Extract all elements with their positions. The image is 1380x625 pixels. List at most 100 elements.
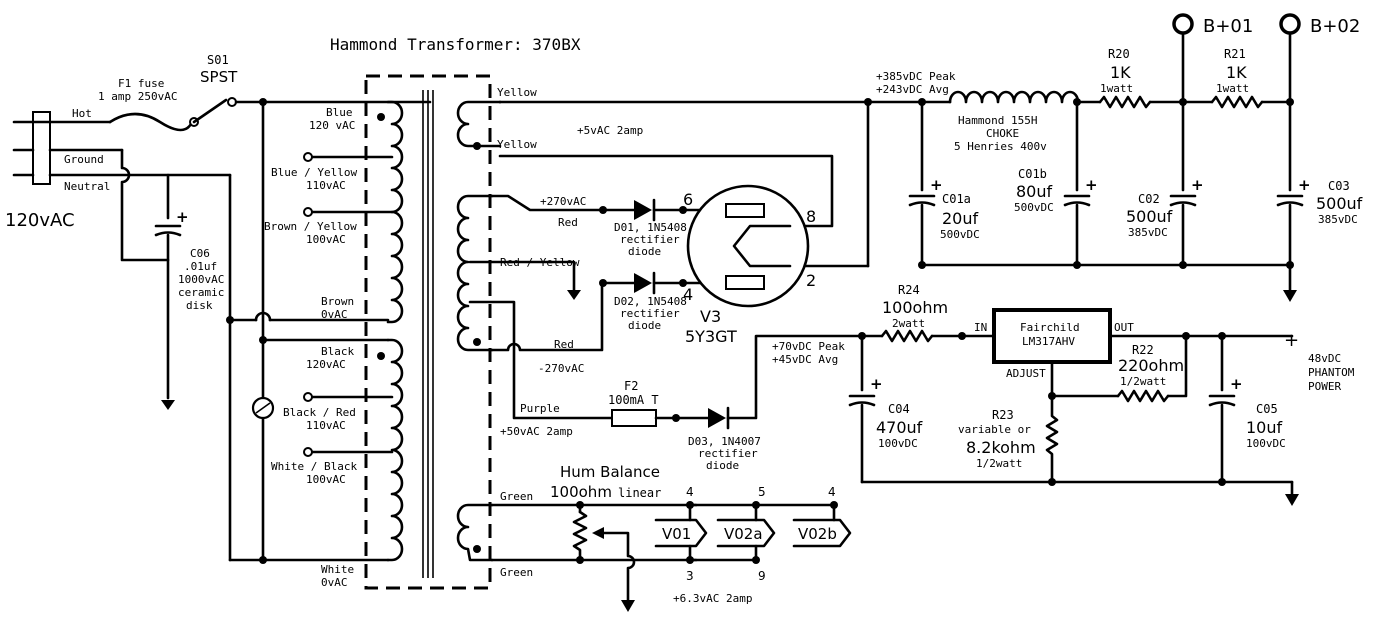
c05-rating: 100vDC <box>1246 437 1286 450</box>
tap-white-black-volt: 100vAC <box>306 473 346 486</box>
d01-label: D01, 1N5408 <box>614 221 687 234</box>
choke-label3: 5 Henries 400v <box>954 140 1047 153</box>
d03-diode <box>708 408 726 428</box>
d02-diode <box>634 273 652 293</box>
r22-value: 220ohm <box>1118 356 1184 375</box>
v01-pin-bot: 3 <box>686 569 694 583</box>
r20-resistor <box>1098 95 1152 109</box>
v02b-label: V02b <box>798 525 837 543</box>
r20-rating: 1watt <box>1100 82 1133 95</box>
phantom-out3: POWER <box>1308 380 1341 393</box>
d02-label: D02, 1N5408 <box>614 295 687 308</box>
r22-name: R22 <box>1132 343 1154 357</box>
hum-taper: linear <box>618 486 661 500</box>
c05-value: 10uf <box>1246 418 1283 437</box>
r21-name: R21 <box>1224 47 1246 61</box>
c04-name: C04 <box>888 402 910 416</box>
yellow2-label: Yellow <box>497 138 537 151</box>
tap-black-volt: 120vAC <box>306 358 346 371</box>
reg-in: IN <box>974 321 987 334</box>
tap-brown-yellow-volt: 100vAC <box>306 233 346 246</box>
r20-name: R20 <box>1108 47 1130 61</box>
phantom-out2: PHANTOM <box>1308 366 1355 379</box>
tap-black-red-label: Black / Red <box>283 406 356 419</box>
f1-rating: 1 amp 250vAC <box>98 90 177 103</box>
ground-label: Ground <box>64 153 104 166</box>
hum-title: Hum Balance <box>560 463 660 481</box>
c02-value: 500uf <box>1126 207 1173 226</box>
v3-pin2: 2 <box>806 271 816 290</box>
neutral-label: Neutral <box>64 180 110 193</box>
bplus-supply: B+01 B+02 + + + + +385vDC Peak +243vDC A… <box>864 13 1363 302</box>
green2-label: Green <box>500 566 533 579</box>
filament-wiring <box>498 100 870 268</box>
c02-rating: 385vDC <box>1128 226 1168 239</box>
c02-name: C02 <box>1138 192 1160 206</box>
hv-minus-label: -270vAC <box>538 362 584 375</box>
c03-value: 500uf <box>1316 194 1363 213</box>
tap-brown-volt: 0vAC <box>321 308 348 321</box>
v02b-pin-top: 4 <box>828 485 836 499</box>
c01b-rating: 500vDC <box>1014 201 1054 214</box>
tap-blue-yellow-volt: 110vAC <box>306 179 346 192</box>
choke-label1: Hammond 155H <box>958 114 1037 127</box>
hum-value: 100ohm <box>550 483 612 501</box>
tap-black-red-volt: 110vAC <box>306 419 346 432</box>
f2-value: 100mA T <box>608 393 659 407</box>
c01b-name: C01b <box>1018 167 1047 181</box>
switch-s01[interactable]: S01 SPST <box>189 53 432 127</box>
r24-rating: 2watt <box>892 317 925 330</box>
tap-blue-label: Blue <box>326 106 353 119</box>
c06-type1: ceramic <box>178 286 224 299</box>
choke-label2: CHOKE <box>986 127 1019 140</box>
v02a-pin-bot: 9 <box>758 569 766 583</box>
bias-label: +50vAC 2amp <box>500 425 573 438</box>
c01b-value: 80uf <box>1016 182 1053 201</box>
c03-name: C03 <box>1328 179 1350 193</box>
b01-label: B+01 <box>1203 16 1253 37</box>
tube-v3: 6 4 8 2 V3 5Y3GT <box>683 184 816 346</box>
c01a-name: C01a <box>942 192 971 206</box>
tap-white-label: White <box>321 563 354 576</box>
v02a-label: V02a <box>724 525 763 543</box>
b02-label: B+02 <box>1310 16 1360 37</box>
reg-adjust: ADJUST <box>1006 367 1046 380</box>
phantom-avg: +45vDC Avg <box>772 353 838 366</box>
v3-pin4: 4 <box>683 285 693 304</box>
hv-plus-label: +270vAC <box>540 195 586 208</box>
choke-coil <box>948 90 1080 104</box>
fuse-f1: F1 fuse 1 amp 250vAC <box>98 77 194 132</box>
tap-white-black-label: White / Black <box>271 460 357 473</box>
svg-text:+: + <box>930 176 943 194</box>
c03-rating: 385vDC <box>1318 213 1358 226</box>
r23-line1: variable or <box>958 423 1031 436</box>
purple-label: Purple <box>520 402 560 415</box>
c06-name: C06 <box>190 247 210 260</box>
phantom-out1: 48vDC <box>1308 352 1341 365</box>
svg-text:+: + <box>1191 176 1204 194</box>
fil5v-label: +5vAC 2amp <box>577 124 643 137</box>
d03-label: D03, 1N4007 <box>688 435 761 448</box>
c05-name: C05 <box>1256 402 1278 416</box>
d01-type2: diode <box>628 245 661 258</box>
d03-type2: diode <box>706 459 739 472</box>
r22-rating: 1/2watt <box>1120 375 1166 388</box>
v01-pin-top: 4 <box>686 485 694 499</box>
mains-voltage-label: 120vAC <box>5 210 75 231</box>
reg-out: OUT <box>1114 321 1134 334</box>
heater-label: +6.3vAC 2amp <box>673 592 752 605</box>
r21-rating: 1watt <box>1216 82 1249 95</box>
red2-label: Red <box>554 338 574 351</box>
d01-type: rectifier <box>620 233 680 246</box>
r20-value: 1K <box>1110 63 1131 82</box>
yellow1-label: Yellow <box>497 86 537 99</box>
lm317-regulator <box>992 308 1112 364</box>
v3-name: V3 <box>700 307 721 326</box>
svg-text:+: + <box>176 208 189 226</box>
d02-type: rectifier <box>620 307 680 320</box>
heater-circuit: Hum Balance 100ohm linear V01 V02a V02b … <box>490 463 852 612</box>
r24-name: R24 <box>898 283 920 297</box>
tap-blue-volt: 120 vAC <box>309 119 355 132</box>
c01a-rating: 500vDC <box>940 228 980 241</box>
r21-resistor <box>1210 95 1264 109</box>
